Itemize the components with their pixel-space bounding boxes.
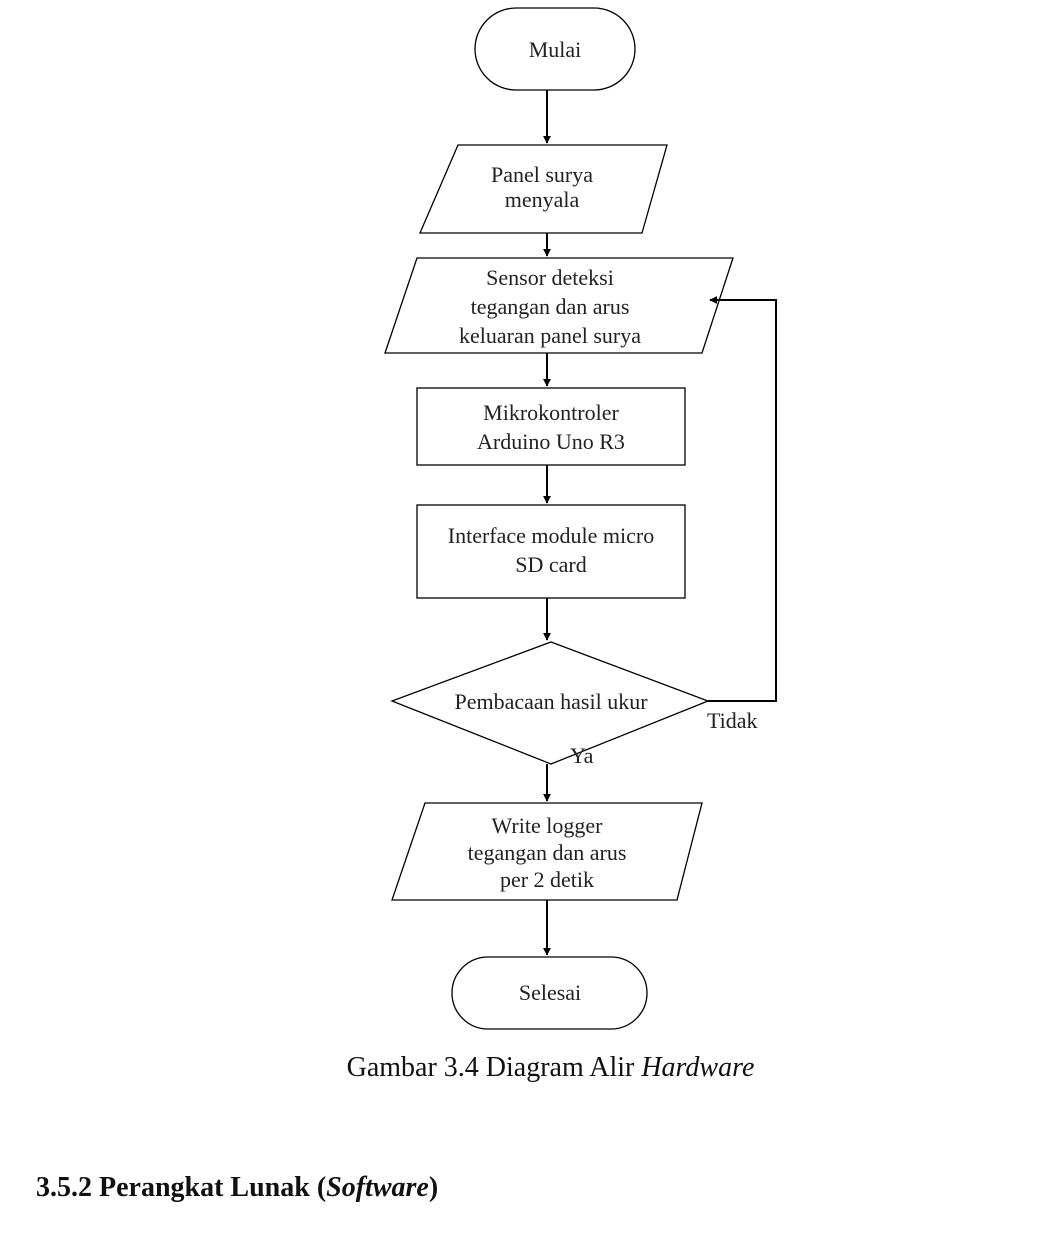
interface-label-line-1: Interface module micro: [448, 523, 654, 548]
panel-input-shape: Panel surya menyala: [419, 144, 668, 234]
section-title-start: Perangkat Lunak (: [99, 1172, 327, 1203]
panel-label-line-2: menyala: [505, 187, 580, 212]
flowchart-diagram: Mulai Panel surya menyala Sensor deteksi…: [384, 7, 777, 802]
figure-caption: Gambar 3.4 Diagram Alir Hardware: [0, 1052, 1051, 1084]
decision-label: Pembacaan hasil ukur: [454, 689, 648, 714]
end-label: Selesai: [519, 980, 581, 1005]
sensor-label-line-2: tegangan dan arus: [471, 294, 630, 319]
no-branch-label: Tidak: [707, 708, 758, 733]
arrow-no-loop-back: [708, 296, 777, 702]
interface-process: Interface module micro SD card: [416, 504, 686, 599]
decision-diamond: Pembacaan hasil ukur: [390, 641, 710, 765]
start-label: Mulai: [529, 37, 582, 62]
interface-label-line-2: SD card: [515, 552, 586, 577]
sensor-label-line-3: keluaran panel surya: [459, 323, 641, 348]
microcontroller-label-line-1: Mikrokontroler: [483, 400, 619, 425]
section-heading: 3.5.2 Perangkat Lunak (Software): [36, 1172, 438, 1204]
microcontroller-process: Mikrokontroler Arduino Uno R3: [416, 387, 686, 466]
start-terminator: Mulai: [474, 7, 636, 91]
section-title-end: ): [428, 1172, 439, 1203]
end-terminator: [451, 956, 648, 1030]
sensor-label-line-1: Sensor deteksi: [486, 265, 614, 290]
section-title-italic: Software: [326, 1172, 429, 1203]
caption-italic: Hardware: [641, 1052, 755, 1083]
panel-label-line-1: Panel surya: [491, 162, 593, 187]
sensor-input-shape: Sensor deteksi tegangan dan arus keluara…: [384, 257, 734, 354]
microcontroller-label-line-2: Arduino Uno R3: [477, 429, 625, 454]
section-number: 3.5.2: [36, 1172, 92, 1203]
yes-branch-label: Ya: [570, 743, 594, 768]
caption-text: Gambar 3.4 Diagram Alir: [346, 1052, 642, 1083]
